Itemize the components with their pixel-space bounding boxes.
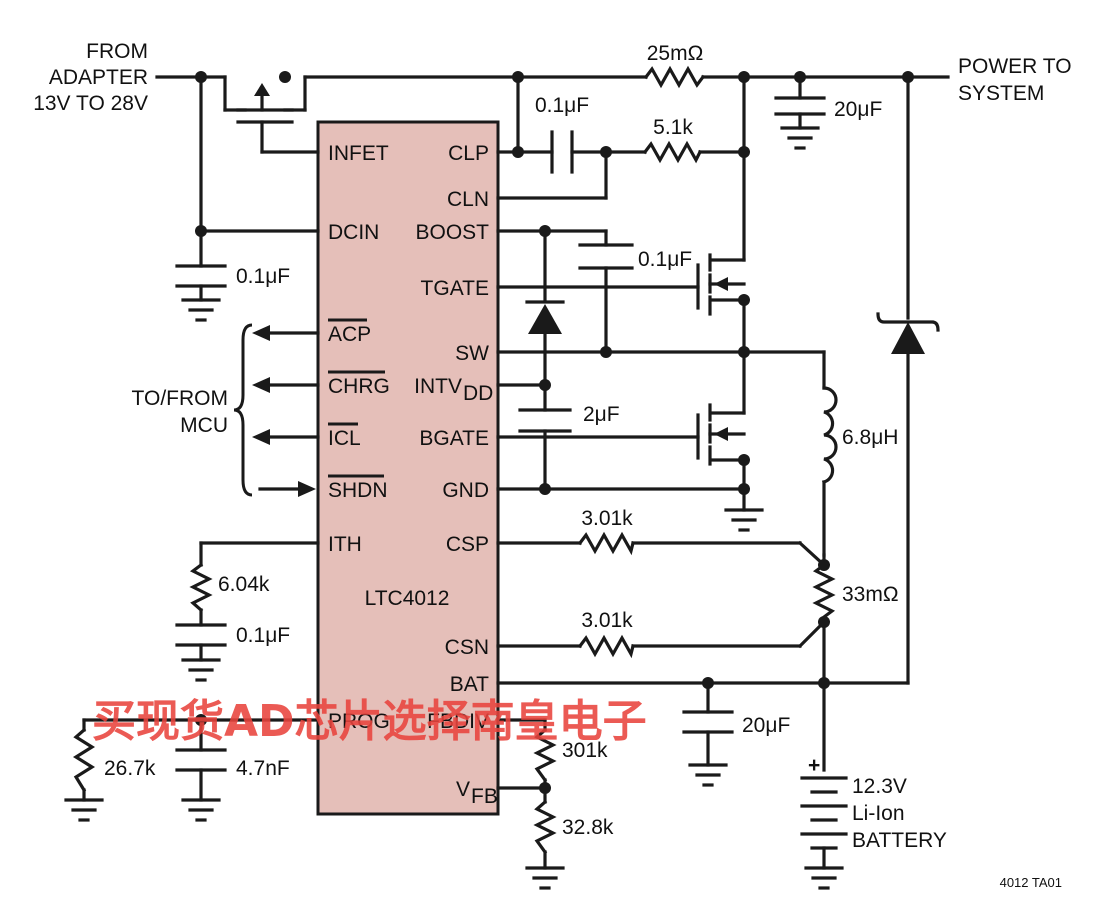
- c-clp: [550, 130, 574, 174]
- top-nfet: [696, 253, 746, 316]
- pin-bat: BAT: [450, 673, 489, 696]
- pin-sw: SW: [455, 342, 489, 365]
- r-fb-top: [533, 727, 557, 783]
- pin-bgate: BGATE: [419, 427, 489, 450]
- r-prog: [72, 727, 96, 793]
- battery-label-1: 12.3V: [852, 775, 907, 798]
- from-label-2: ADAPTER: [49, 66, 148, 89]
- val-rsense-bat: 33mΩ: [842, 583, 899, 606]
- boost-diode: [525, 300, 565, 334]
- c-intv: [518, 408, 572, 433]
- val-c-bat: 20μF: [742, 714, 790, 737]
- mcu-label-1: TO/FROM: [132, 387, 228, 410]
- c-bat: [682, 710, 734, 787]
- from-label-3: 13V TO 28V: [33, 92, 148, 115]
- pin-boost: BOOST: [415, 221, 489, 244]
- gnd-fet: [724, 508, 764, 532]
- pin-csn: CSN: [445, 636, 489, 659]
- c-boost: [578, 243, 634, 270]
- r-csp: [577, 531, 635, 556]
- pin-intv-sub: DD: [463, 382, 493, 405]
- from-label-1: FROM: [86, 40, 148, 63]
- pin-fbdiv: FBDIV: [427, 710, 489, 733]
- val-c-boost: 0.1μF: [638, 248, 692, 271]
- pin-acp: ACP: [328, 323, 371, 346]
- c-dcin: [175, 264, 227, 322]
- arrow-shdn-icon: [298, 481, 316, 497]
- arrow-acp-icon: [252, 325, 270, 341]
- val-c-intv: 2μF: [583, 403, 620, 426]
- val-c-out: 20μF: [834, 98, 882, 121]
- pin-shdn: SHDN: [328, 479, 388, 502]
- val-r-csp: 3.01k: [581, 507, 633, 530]
- r-csn: [577, 634, 635, 659]
- input-pfet: [223, 83, 307, 124]
- r-cln: [642, 140, 703, 164]
- c-ith: [175, 623, 227, 682]
- junctions: [195, 71, 914, 794]
- ic-body: [316, 120, 500, 816]
- val-r-cln: 5.1k: [653, 116, 693, 139]
- pin-clp: CLP: [448, 142, 489, 165]
- c-out: [774, 96, 826, 150]
- battery-plus: +: [808, 754, 820, 777]
- pin-ith: ITH: [328, 533, 362, 556]
- r-fb-bot: [533, 799, 557, 855]
- gnd-prog-r: [64, 798, 104, 822]
- watermark: 买现货AD芯片选择南皇电子: [92, 696, 647, 747]
- val-r-prog: 26.7k: [104, 757, 156, 780]
- val-r-csn: 3.01k: [581, 609, 633, 632]
- gnd-fb: [525, 866, 565, 890]
- pin-intv: INTV: [414, 375, 462, 398]
- battery-label-3: BATTERY: [852, 829, 947, 852]
- pin-cln: CLN: [447, 188, 489, 211]
- val-inductor: 6.8μH: [842, 426, 898, 449]
- pin-tgate: TGATE: [421, 277, 489, 300]
- arrow-icl-icon: [252, 429, 270, 445]
- val-c-clp: 0.1μF: [535, 94, 589, 117]
- battery: [800, 776, 848, 890]
- pin-dcin: DCIN: [328, 221, 379, 244]
- pin-csp: CSP: [446, 533, 489, 556]
- rsense-in: [643, 65, 706, 89]
- figure-id: 4012 TA01: [1000, 875, 1062, 890]
- val-rsense-in: 25mΩ: [647, 42, 704, 65]
- mcu-arrows: [233, 323, 316, 497]
- power-label-2: SYSTEM: [958, 82, 1044, 105]
- val-c-prog: 4.7nF: [236, 757, 290, 780]
- power-label-1: POWER TO: [958, 55, 1072, 78]
- mcu-brace: [233, 323, 253, 497]
- val-r-fb-top: 301k: [562, 739, 608, 762]
- val-c-dcin: 0.1μF: [236, 265, 290, 288]
- pin-vfb-sub: FB: [471, 785, 498, 808]
- val-r-ith: 6.04k: [218, 573, 270, 596]
- pin-gnd: GND: [442, 479, 489, 502]
- r-ith: [189, 562, 213, 613]
- pin-icl: ICL: [328, 427, 361, 450]
- c-prog: [175, 748, 227, 822]
- pin-infet: INFET: [328, 142, 389, 165]
- pin-chrg: CHRG: [328, 375, 390, 398]
- mcu-label-2: MCU: [180, 414, 228, 437]
- battery-label-2: Li-Ion: [852, 802, 905, 825]
- bottom-nfet: [696, 403, 746, 466]
- val-c-ith: 0.1μF: [236, 624, 290, 647]
- pin-prog: PROG: [328, 710, 390, 733]
- arrow-chrg-icon: [252, 377, 270, 393]
- chip-name: LTC4012: [365, 587, 450, 610]
- pin-vfb: V: [456, 778, 470, 801]
- system-diode: [876, 312, 940, 354]
- inductor: [822, 386, 838, 484]
- val-r-fb-bot: 32.8k: [562, 816, 614, 839]
